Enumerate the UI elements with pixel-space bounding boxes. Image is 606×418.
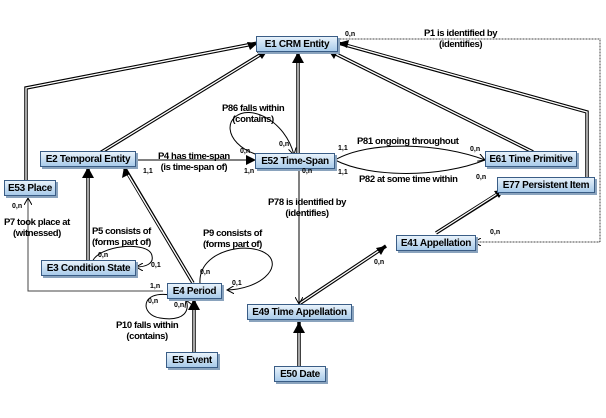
label-p10-inverse: (contains) xyxy=(126,331,168,342)
card-p4-e2: 1,1 xyxy=(143,168,153,175)
card-p7-e53: 0,n xyxy=(12,203,23,210)
label-p78-forward: P78 is identified by xyxy=(268,197,347,208)
node-e41-appellation[interactable]: E41 Appellation xyxy=(396,235,476,251)
edge-p5 xyxy=(91,245,153,267)
card-p81-e52: 1,1 xyxy=(338,145,348,152)
label-p4-inverse: (is time-span of) xyxy=(160,162,228,173)
card-p10-b: 0,n xyxy=(174,302,185,309)
edge-p86 xyxy=(229,112,294,158)
node-e49-time-appellation[interactable]: E49 Time Appellation xyxy=(247,304,352,320)
card-p78-e52: 0,n xyxy=(302,168,313,175)
card-p86-b: 0,n xyxy=(279,141,290,148)
card-p1-e41: 0,n xyxy=(490,229,501,236)
label-p1-inverse: (identifies) xyxy=(438,39,483,50)
card-p78-e49: 0,n xyxy=(374,259,385,266)
node-e2-temporal-entity[interactable]: E2 Temporal Entity xyxy=(40,151,136,167)
card-p1-e1: 0,n xyxy=(345,31,356,38)
edge-p9 xyxy=(199,247,273,290)
label-p78: P78 is identified by (identifies) xyxy=(268,197,346,219)
label-p1: P1 is identified by (identifies) xyxy=(424,28,498,50)
label-p5-inverse: (forms part of) xyxy=(92,237,151,248)
edge-p10 xyxy=(145,293,187,320)
card-p9-b: 0,1 xyxy=(232,280,242,287)
edge-p7 xyxy=(28,198,163,292)
node-e5-event[interactable]: E5 Event xyxy=(166,352,218,368)
node-e3-condition-state[interactable]: E3 Condition State xyxy=(41,260,136,276)
label-p81-forward: P81 ongoing throughout xyxy=(357,136,459,147)
label-p7: P7 took place at (witnessed) xyxy=(4,217,70,239)
label-p10: P10 falls within (contains) xyxy=(116,320,179,342)
node-e53-place[interactable]: E53 Place xyxy=(4,180,56,196)
label-p9: P9 consists of (forms part of) xyxy=(203,228,262,250)
label-p81: P81 ongoing throughout xyxy=(357,136,459,147)
card-p82-e52: 1,1 xyxy=(338,169,348,176)
node-e61-time-primitive[interactable]: E61 Time Primitive xyxy=(485,151,577,167)
node-e4-period[interactable]: E4 Period xyxy=(167,283,222,299)
label-p86-inverse: (contains) xyxy=(232,114,274,125)
label-p9-inverse: (forms part of) xyxy=(203,239,262,250)
label-p9-forward: P9 consists of xyxy=(203,228,262,239)
edge-p82 xyxy=(334,159,486,174)
label-p4-forward: P4 has time-span xyxy=(158,151,230,162)
card-p7-e4: 1,n xyxy=(150,283,161,290)
label-p1-forward: P1 is identified by xyxy=(424,28,498,39)
label-p86-forward: P86 falls within xyxy=(222,103,285,114)
label-p82: P82 at some time within xyxy=(359,174,458,185)
node-e52-time-span[interactable]: E52 Time-Span xyxy=(255,153,335,169)
label-p86: P86 falls within (contains) xyxy=(222,103,285,125)
label-p7-forward: P7 took place at xyxy=(4,217,70,228)
label-p82-forward: P82 at some time within xyxy=(359,174,458,185)
card-p86-a: 0,n xyxy=(240,148,251,155)
label-p7-inverse: (witnessed) xyxy=(13,228,61,239)
card-p5-a: 0,n xyxy=(98,252,109,259)
card-p4-e52: 1,n xyxy=(244,168,255,175)
card-p82-e61: 0,n xyxy=(476,174,487,181)
property-edges xyxy=(28,38,601,320)
card-p9-a: 0,n xyxy=(200,269,211,276)
label-p5: P5 consists of (forms part of) xyxy=(92,226,151,248)
node-e77-persistent-item[interactable]: E77 Persistent Item xyxy=(497,177,595,193)
card-p10-a: 0,n xyxy=(148,298,159,305)
label-p4: P4 has time-span (is time-span of) xyxy=(158,151,230,173)
label-p10-forward: P10 falls within xyxy=(116,320,179,331)
node-e1-crm-entity[interactable]: E1 CRM Entity xyxy=(256,36,338,52)
label-p5-forward: P5 consists of xyxy=(92,226,151,237)
card-p5-b: 0,1 xyxy=(151,262,161,269)
edge-p1 xyxy=(340,38,601,242)
node-e50-date[interactable]: E50 Date xyxy=(274,366,326,382)
label-p78-inverse: (identifies) xyxy=(285,208,329,219)
card-p81-e61: 0,n xyxy=(470,146,481,153)
edge-p81 xyxy=(334,145,485,160)
